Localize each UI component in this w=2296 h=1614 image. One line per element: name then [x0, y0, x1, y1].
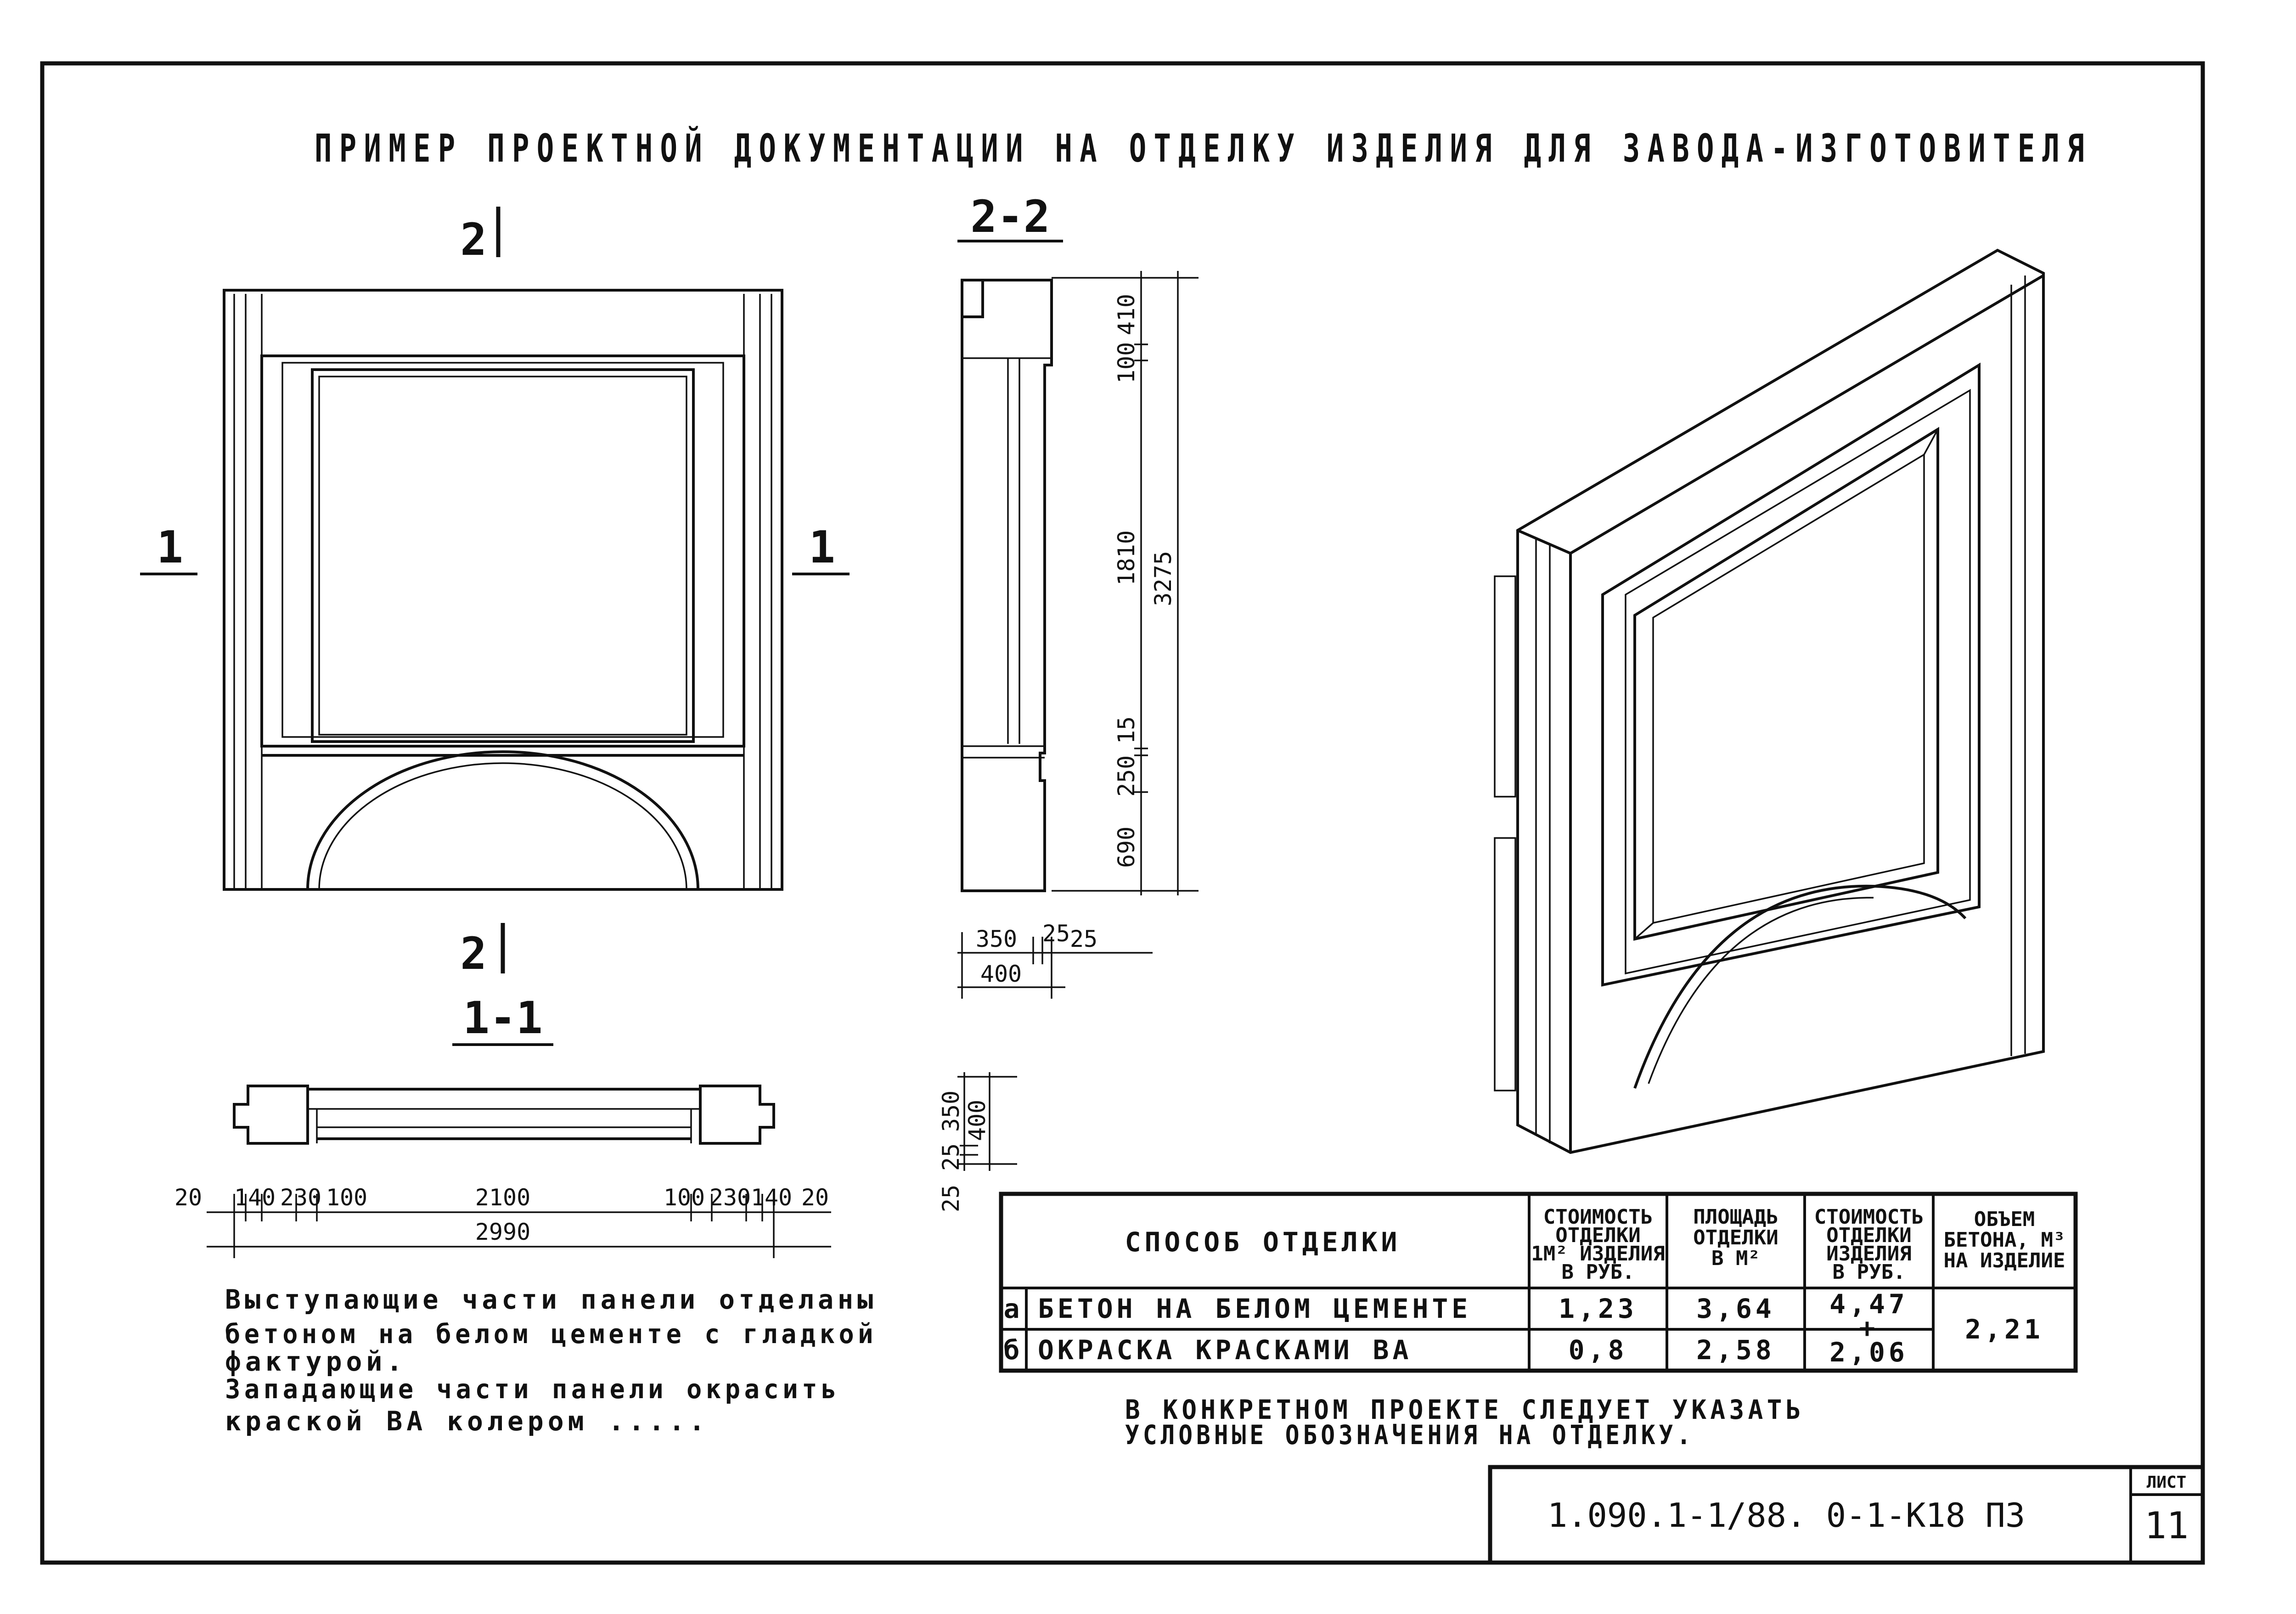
- footnote-line-2: УСЛОВНЫЕ ОБОЗНАЧЕНИЯ НА ОТДЕЛКУ.: [1125, 1419, 1694, 1451]
- stamp-sheet-number: 11: [2144, 1504, 2189, 1547]
- dim-350-v: 350: [938, 1091, 964, 1132]
- stamp-sheet-label: ЛИСТ: [2147, 1473, 2187, 1492]
- table-header-cost-item-1: СТОИМОСТЬ: [1814, 1205, 1924, 1229]
- table-volume-total: 2,21: [1965, 1314, 2044, 1345]
- dim-230-right: 230: [709, 1184, 751, 1211]
- dim-25-h-a: 25: [1042, 920, 1070, 947]
- table-plus-sign: +: [1859, 1312, 1879, 1344]
- table-row-b-method: ОКРАСКА КРАСКАМИ ВА: [1038, 1334, 1412, 1366]
- section-1-1-label: 1-1: [463, 992, 542, 1044]
- table-row-b-cost-m2: 0,8: [1569, 1334, 1628, 1366]
- isometric-panel-view: [1494, 248, 2045, 1154]
- table-header-area-3: В М²: [1711, 1247, 1760, 1270]
- section-2-2-label: 2-2: [970, 191, 1050, 242]
- dim-25-v-b: 25: [938, 1185, 964, 1212]
- dim-100: 100: [1113, 342, 1140, 383]
- section-mark-2-top: 2: [460, 214, 487, 265]
- section-mark-1-right: 1: [809, 522, 835, 573]
- section-2-2-horizontal-dims: [957, 932, 1153, 999]
- dim-400-v: 400: [964, 1100, 990, 1141]
- dim-25-h-b: 25: [1070, 926, 1097, 952]
- drawing-title: ПРИМЕР ПРОЕКТНОЙ ДОКУМЕНТАЦИИ НА ОТДЕЛКУ…: [315, 126, 2092, 171]
- dim-3275: 3275: [1150, 551, 1176, 606]
- dim-400-h: 400: [980, 961, 1022, 987]
- finish-note-line-5: краской ВА колером .....: [225, 1406, 709, 1437]
- table-header-cost-m2-2: ОТДЕЛКИ: [1555, 1224, 1640, 1247]
- dim-1810: 1810: [1113, 530, 1140, 585]
- dim-2100: 2100: [475, 1184, 530, 1211]
- table-header-cost-m2-3: 1М² ИЗДЕЛИЯ: [1531, 1242, 1665, 1265]
- section-mark-2-bottom: 2: [460, 928, 487, 979]
- finishing-table: [999, 1192, 2078, 1373]
- dim-20-left: 20: [174, 1184, 202, 1211]
- finish-note-line-1: Выступающие части панели отделаны: [225, 1284, 877, 1315]
- table-header-cost-item-3: ИЗДЕЛИЯ: [1826, 1242, 1911, 1265]
- finish-note-line-4: Западающие части панели окрасить: [225, 1373, 840, 1405]
- front-elevation: [223, 289, 783, 891]
- dim-20-right: 20: [801, 1184, 829, 1211]
- dim-100-right: 100: [664, 1184, 705, 1211]
- section-1-1-dimensions: [207, 1194, 831, 1258]
- section-2-2-profile: [961, 279, 1053, 892]
- table-header-cost-item-2: ОТДЕЛКИ: [1826, 1224, 1911, 1247]
- section-1-1-profile: [233, 1085, 775, 1145]
- dim-100-left: 100: [326, 1184, 367, 1211]
- dim-410: 410: [1113, 294, 1140, 335]
- table-row-a-method: БЕТОН НА БЕЛОМ ЦЕМЕНТЕ: [1038, 1293, 1471, 1324]
- dim-350-h: 350: [976, 926, 1017, 952]
- table-header-method: СПОСОБ ОТДЕЛКИ: [1125, 1226, 1401, 1258]
- table-row-a-cost-item: 4,47: [1829, 1288, 1908, 1320]
- stamp-code: 1.090.1-1/88. 0-1-К18 ПЗ: [1548, 1496, 2025, 1535]
- table-header-area-1: ПЛОЩАДЬ: [1693, 1205, 1778, 1229]
- dim-250: 250: [1113, 755, 1140, 797]
- section-2-2-dimensions: [1052, 271, 1199, 895]
- dim-2990: 2990: [475, 1219, 530, 1245]
- small-vertical-dims: [957, 1072, 1017, 1171]
- section-mark-1-left: 1: [157, 522, 183, 573]
- dim-140-left: 140: [234, 1184, 276, 1211]
- dim-140-right: 140: [751, 1184, 792, 1211]
- dim-230-left: 230: [280, 1184, 321, 1211]
- table-header-volume-1: ОБЪЕМ: [1974, 1208, 2035, 1231]
- table-header-volume-2: БЕТОНА, М³: [1944, 1228, 2065, 1252]
- table-header-area-2: ОТДЕЛКИ: [1693, 1226, 1778, 1249]
- table-row-a-letter: а: [1004, 1293, 1024, 1324]
- table-row-b-cost-item: 2,06: [1829, 1337, 1908, 1368]
- table-header-cost-item-4: В РУБ.: [1833, 1260, 1906, 1284]
- table-row-b-area: 2,58: [1696, 1334, 1775, 1366]
- finish-note: Выступающие части панели отделаны бетоно…: [225, 1284, 877, 1437]
- dim-15: 15: [1113, 716, 1140, 744]
- table-row-b-letter: б: [1004, 1334, 1024, 1366]
- table-header-volume-3: НА ИЗДЕЛИЕ: [1944, 1249, 2065, 1272]
- sheet-frame: [40, 61, 2205, 1565]
- finish-note-line-3: фактурой.: [225, 1346, 406, 1377]
- footnote-line-1: В КОНКРЕТНОМ ПРОЕКТЕ СЛЕДУЕТ УКАЗАТЬ: [1125, 1394, 1805, 1425]
- finish-note-line-2: бетоном на белом цементе с гладкой: [225, 1318, 877, 1350]
- title-block: [1488, 1465, 2205, 1565]
- dim-25-v-a: 25: [938, 1143, 964, 1171]
- table-row-a-cost-m2: 1,23: [1559, 1293, 1638, 1324]
- table-header-cost-m2-4: В РУБ.: [1562, 1260, 1635, 1284]
- table-header-cost-m2-1: СТОИМОСТЬ: [1543, 1205, 1653, 1229]
- dim-690: 690: [1113, 827, 1140, 868]
- table-row-a-area: 3,64: [1696, 1293, 1775, 1324]
